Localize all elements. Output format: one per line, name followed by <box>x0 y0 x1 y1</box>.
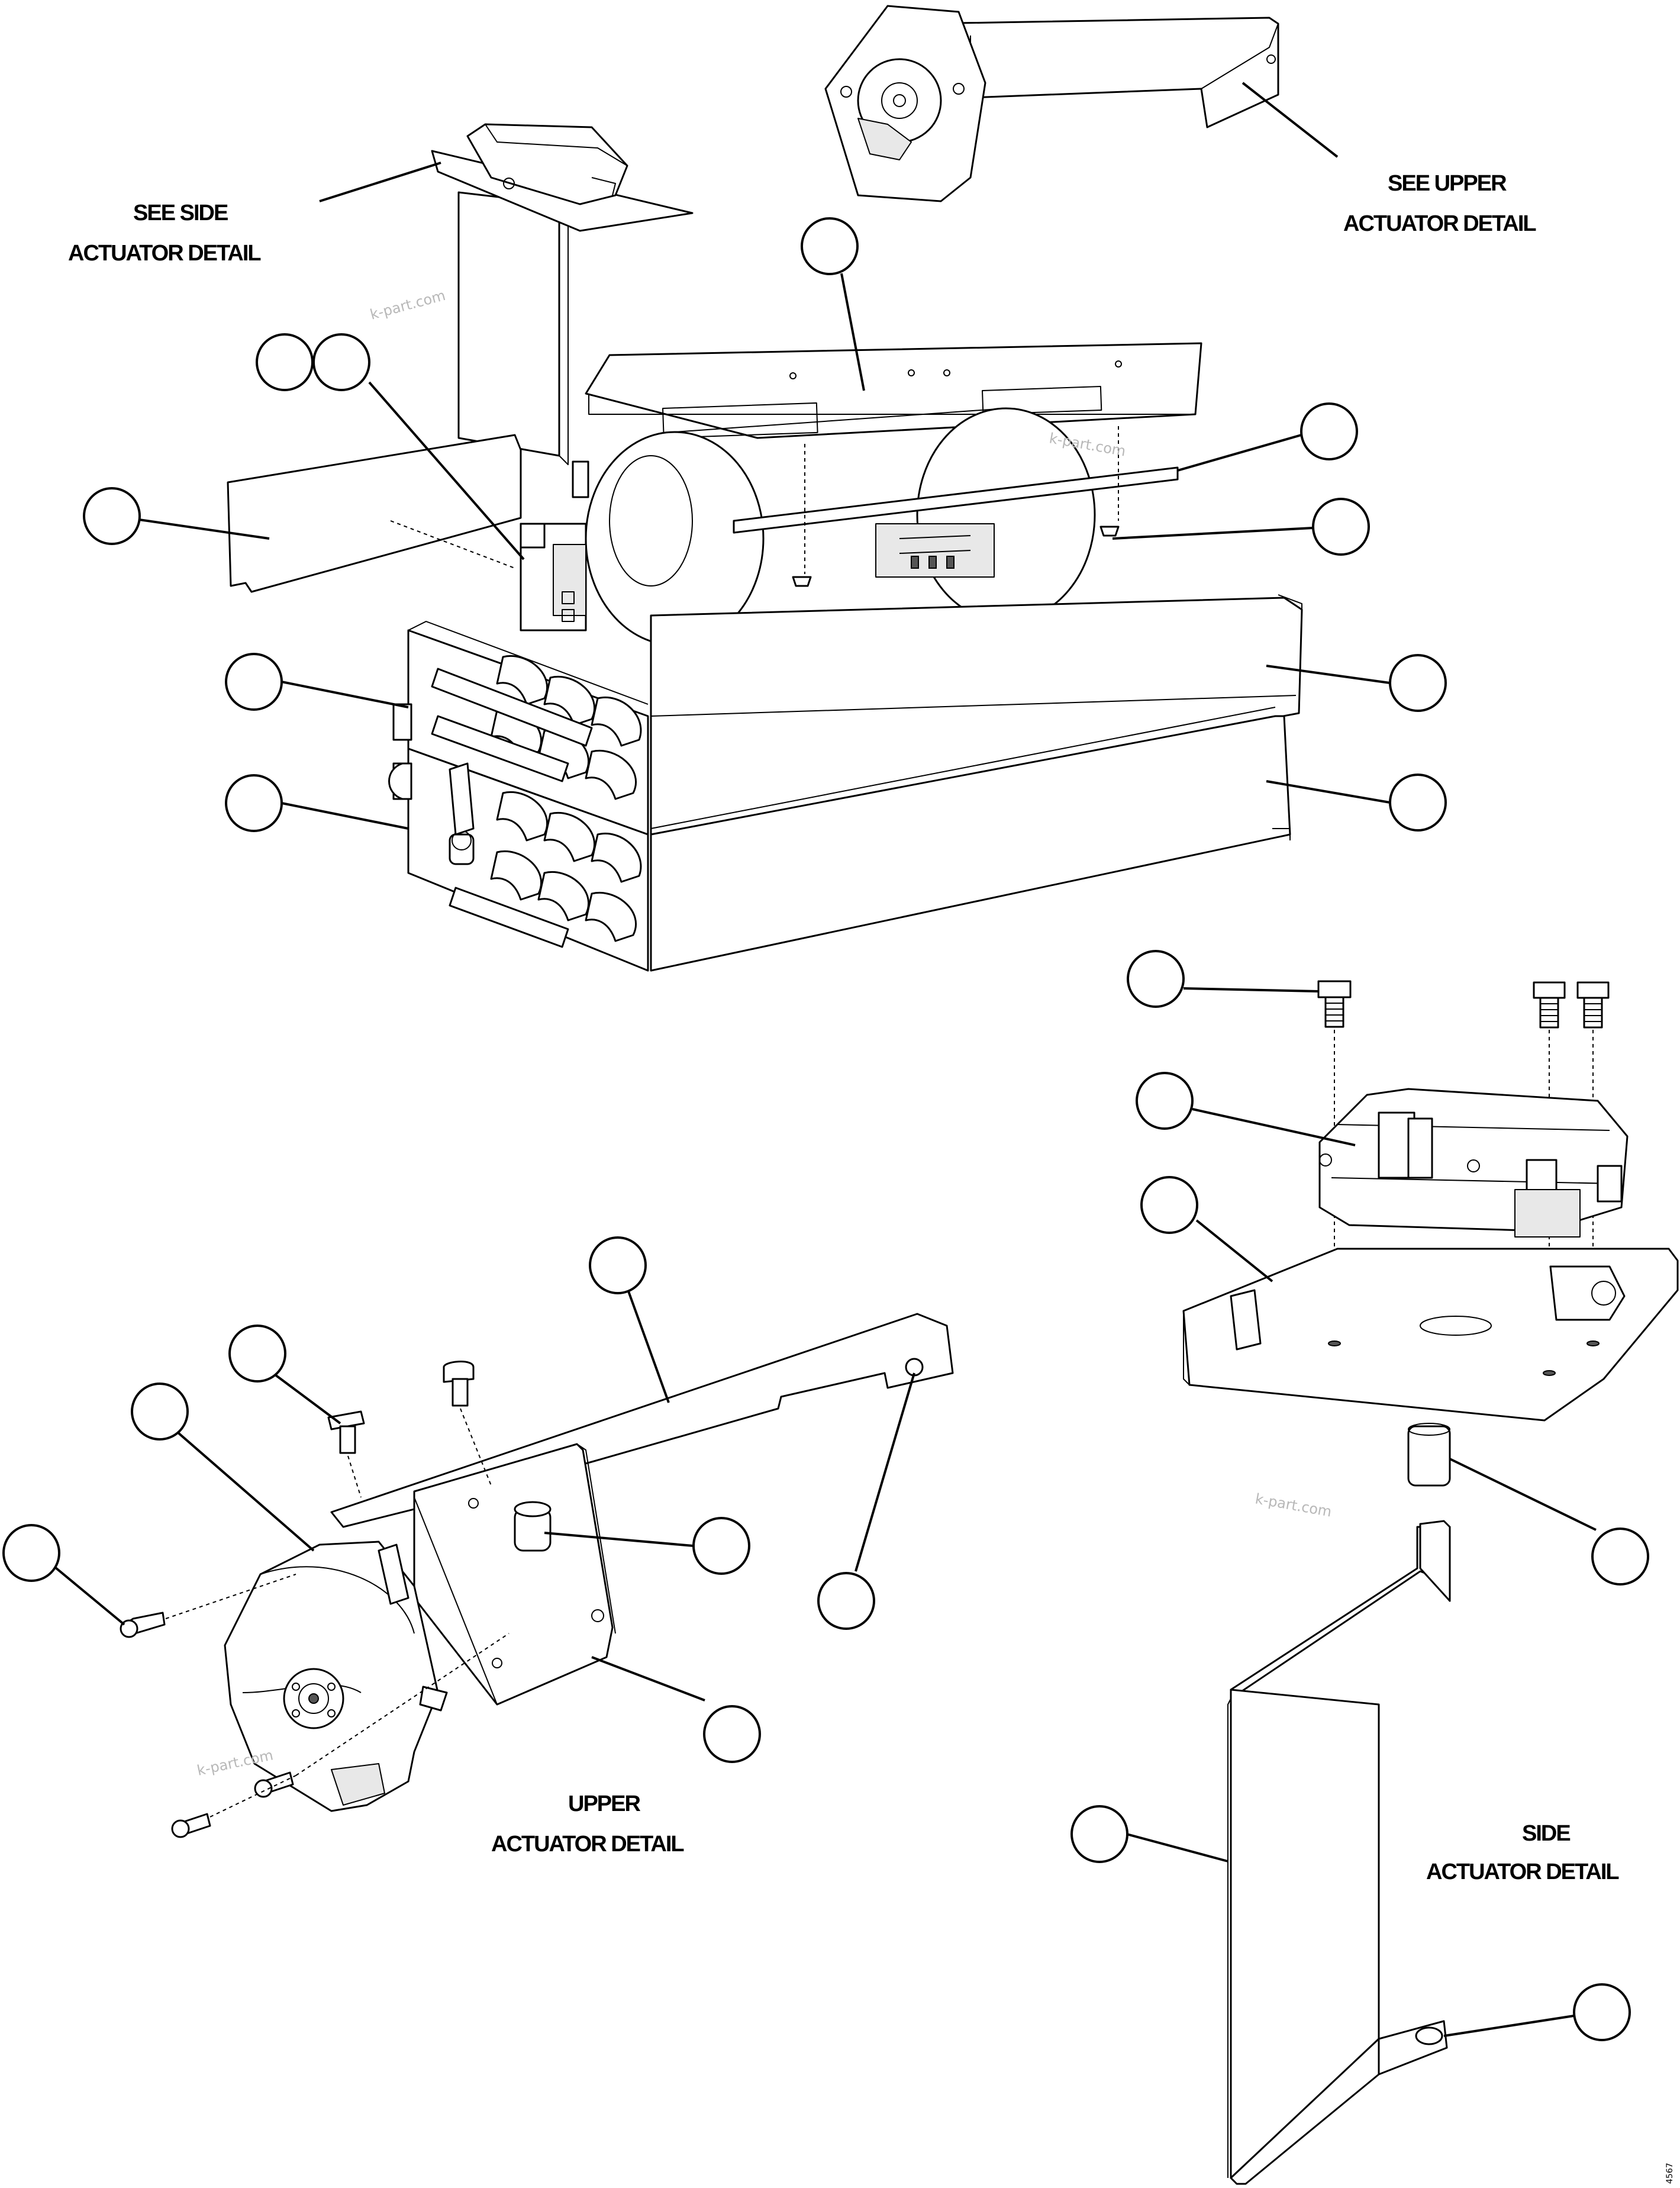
side-detail-label-line2: ACTUATOR DETAIL <box>1426 1860 1619 1884</box>
callout-balloon <box>131 1383 189 1441</box>
callout-balloon <box>1127 950 1185 1008</box>
upper-actuator-detail <box>120 1313 954 1838</box>
upper-actuator-assembly-overview <box>824 5 1279 202</box>
callout-balloon <box>1389 774 1447 832</box>
upper-coil-housing <box>650 594 1303 836</box>
side-detail-label-line1: SIDE <box>1522 1821 1570 1846</box>
callout-balloon <box>1070 1805 1128 1863</box>
end-panel <box>227 434 522 593</box>
callout-balloon <box>2 1524 60 1582</box>
blower-housing <box>572 342 1202 646</box>
see-side-label-line1: SEE SIDE <box>133 201 228 225</box>
side-actuator-detail <box>1182 980 1679 1487</box>
callout-balloon <box>1591 1528 1649 1586</box>
see-upper-label-line1: SEE UPPER <box>1388 171 1507 196</box>
callout-balloon <box>1389 654 1447 712</box>
lower-coil-housing <box>650 707 1291 972</box>
callout-balloon <box>692 1517 750 1575</box>
see-side-label-line2: ACTUATOR DETAIL <box>68 241 261 266</box>
side-bracket <box>1227 1520 1451 2185</box>
callout-balloon <box>1140 1176 1198 1234</box>
callout-balloon <box>589 1236 647 1294</box>
callout-balloon <box>312 333 370 391</box>
callout-balloon <box>801 217 859 275</box>
upper-detail-label-line2: ACTUATOR DETAIL <box>491 1832 684 1857</box>
see-upper-label-line2: ACTUATOR DETAIL <box>1343 211 1536 236</box>
callout-balloon <box>225 653 283 711</box>
callout-balloon <box>703 1705 761 1763</box>
callout-balloon <box>228 1325 286 1383</box>
callout-leaders <box>51 82 1597 2037</box>
callout-balloon <box>256 333 314 391</box>
callout-balloon <box>1136 1072 1194 1130</box>
callout-balloon <box>817 1572 875 1630</box>
callout-balloons <box>2 217 1649 2041</box>
callout-balloon <box>1300 402 1358 460</box>
drawing-code: 4567 <box>1665 2163 1675 2184</box>
coil-u-bends <box>431 655 642 948</box>
callout-balloon <box>1573 1983 1631 2041</box>
relay-switch <box>520 523 587 631</box>
watermark-text: k-part.com <box>368 287 447 323</box>
upper-detail-label-line1: UPPER <box>568 1791 640 1816</box>
callout-balloon <box>225 774 283 832</box>
callout-balloon <box>83 487 141 545</box>
side-actuator-assembly-overview <box>431 123 694 465</box>
callout-balloon <box>1312 498 1370 556</box>
watermark-text: k-part.com <box>195 1746 275 1779</box>
watermark-text: k-part.com <box>1254 1490 1333 1520</box>
